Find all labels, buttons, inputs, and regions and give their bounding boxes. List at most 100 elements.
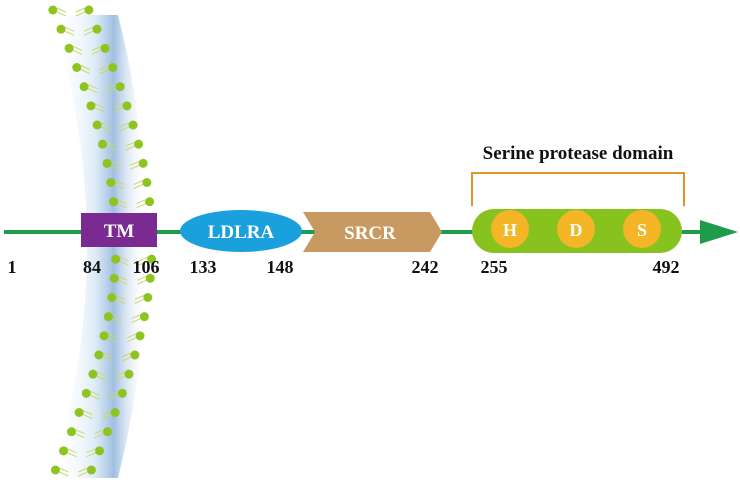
lipid-tail [136, 199, 146, 205]
lipid-tail [83, 26, 94, 32]
position-133: 133 [190, 257, 217, 277]
lipid-head [138, 158, 148, 168]
lipid-head [72, 63, 82, 72]
lipid-tail [118, 279, 128, 285]
lipid-tail [137, 275, 147, 281]
aspartate-residue [557, 210, 595, 248]
lipid-tail [100, 122, 111, 128]
lipid-head [81, 388, 91, 398]
lipid-tail [106, 84, 117, 90]
lipid-head [88, 369, 98, 379]
lipid-head [64, 43, 74, 53]
lipid-head [115, 82, 125, 92]
lipid-tail [115, 295, 126, 300]
lipid-tail [75, 433, 85, 439]
lipid-tail [138, 260, 148, 266]
lipid-tail [109, 390, 119, 396]
lipid-tail [90, 394, 100, 400]
lipid-head [102, 158, 112, 168]
lipid-head [145, 273, 155, 283]
lipid-head [109, 197, 119, 207]
lipid-tail [119, 260, 129, 266]
lipid-tail [126, 337, 137, 343]
lipid-head [95, 446, 105, 456]
lipid-head [103, 312, 113, 322]
lipid-tail [113, 103, 124, 109]
lipid-tail [99, 69, 109, 74]
lipid-tail [107, 333, 118, 339]
serine-label: S [637, 220, 647, 240]
lipid-head [110, 408, 120, 417]
lipid-head [98, 139, 108, 149]
lipid-tail [119, 126, 130, 132]
lipid-head [99, 331, 109, 341]
lipid-tail [78, 471, 88, 477]
lipid-tail [134, 299, 145, 304]
lipid-tail [86, 452, 96, 458]
lipid-tail [67, 452, 77, 458]
lipid-head [139, 312, 149, 322]
lipid-tail [113, 107, 124, 113]
lipid-tail [133, 180, 144, 185]
lipid-tail [94, 103, 105, 109]
lipid-tail [114, 180, 125, 185]
lipid-tail [56, 11, 67, 17]
lipid-tail [138, 256, 148, 262]
lipid-head [106, 178, 116, 187]
lipid-tail [129, 160, 140, 166]
lipid-tail [96, 375, 107, 381]
lipid-tail [100, 126, 111, 132]
lipid-tail [64, 26, 75, 32]
lipid-tail [125, 141, 135, 147]
lipid-tail [101, 410, 112, 415]
lipid-tail [131, 314, 141, 320]
lipid-head [86, 465, 96, 475]
lipid-head [108, 63, 118, 72]
lipid-tail [72, 49, 83, 55]
lipid-tail [117, 199, 127, 205]
lipid-head [56, 24, 66, 34]
position-1: 1 [8, 257, 17, 277]
lipid-head [79, 82, 89, 92]
lipid-tail [83, 30, 94, 36]
lipid-tail [59, 467, 69, 473]
lipid-head [130, 350, 140, 360]
lipid-head [122, 101, 132, 111]
lipid-tail [75, 11, 86, 17]
lipid-tail [109, 394, 119, 400]
lipid-tail [121, 356, 132, 362]
lipid-tail [94, 107, 105, 113]
histidine-residue [491, 210, 529, 248]
lipid-tail [115, 299, 126, 304]
aspartate-label: D [570, 220, 583, 240]
lipid-head [128, 120, 138, 130]
lipid-head [92, 24, 102, 34]
lipid-tail [131, 318, 141, 324]
lipid-head [103, 427, 113, 437]
lipid-tail [59, 471, 69, 477]
lipid-tail [101, 414, 112, 419]
lipid-head [135, 331, 145, 341]
lipid-tail [110, 160, 121, 166]
lipid-tail [99, 65, 109, 70]
lipid-tail [106, 145, 116, 151]
lipid-tail [126, 333, 137, 339]
lipid-head [94, 350, 104, 360]
lipid-head [134, 139, 144, 149]
lipid-head [124, 369, 134, 379]
position-255: 255 [481, 257, 508, 277]
lipid-tail [134, 295, 145, 300]
lipid-tail [90, 390, 100, 396]
lipid-tail [82, 414, 93, 419]
lipid-tail [75, 429, 85, 435]
lipid-tail [119, 256, 129, 262]
lipid-head [111, 254, 121, 264]
lipid-tail [91, 45, 102, 51]
lipid-head [147, 254, 157, 264]
lipid-tail [106, 141, 116, 147]
lipid-tail [67, 448, 77, 454]
lipid-tail [117, 203, 127, 209]
lipid-tail [115, 375, 126, 381]
lipid-tail [118, 275, 128, 281]
